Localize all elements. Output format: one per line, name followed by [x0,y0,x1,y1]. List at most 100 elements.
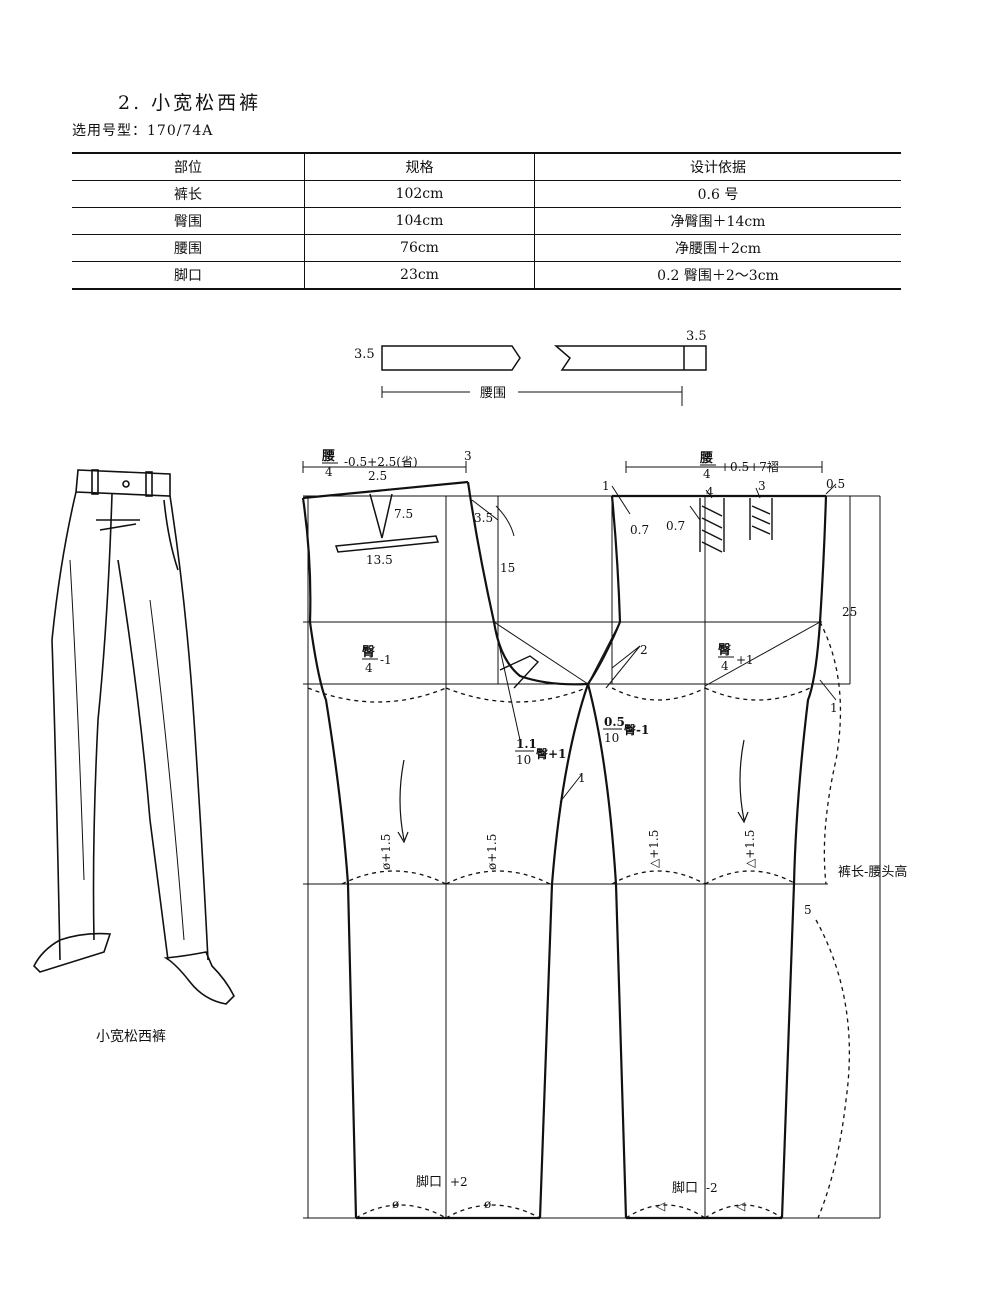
table-cell: 104cm [304,207,535,235]
table-cell: 23cm [304,261,535,289]
back-hem-label: 脚口 [672,1180,698,1196]
table-cell: 腰围 [72,234,305,262]
back-hem-formula: -2 [706,1181,718,1195]
back-side-drop-label: 1 [830,701,838,715]
table-cell: 102cm [304,180,535,208]
spec-table: 部位 规格 设计依据 裤长 102cm 0.6 号 臀围 104cm 净臀围＋1… [72,152,901,290]
front-waist-formula-numerator: 腰 [321,449,335,464]
back-length-label: 裤长-腰头高 [838,864,907,880]
waistband-right-piece [553,345,707,371]
front-hip-formula-denominator: 4 [365,661,373,675]
front-dart [369,493,393,539]
table-cell: 0.2 臀围＋2～3cm [534,261,901,289]
size-label: 选用号型：170/74A [72,123,214,139]
table-cell: 净腰围＋2cm [534,234,901,262]
table-row: 脚口 23cm 0.2 臀围＋2～3cm [72,261,901,289]
front-fly-piece [499,655,540,689]
back-grain-arrow [737,739,749,824]
front-hip-formula-numerator: 臀 [362,645,375,660]
front-inseam-offset-label: 1 [578,771,586,785]
front-waistline [302,480,469,500]
back-hip-formula-denominator: 4 [721,659,729,673]
back-hip-formula-numerator: 臀 [718,643,731,658]
back-crotch-offset-label: 2 [640,643,648,657]
illustration-left-shoe [33,932,112,973]
front-crotch-formula-rest: 臀+1 [536,747,566,761]
front-knee-label-left: ø+1.5 [379,834,393,870]
back-dashes [611,621,850,1219]
front-trouser-piece [301,480,590,1220]
back-side-offset-label: 1 [602,479,610,493]
table-row: 臀围 104cm 净臀围＋14cm [72,207,901,235]
back-waist-formula-rest: +0.5+7褶 [720,459,779,474]
back-pleat-a-label: 4 [706,485,714,499]
back-pleat-b-label: 3 [758,479,766,493]
back-knee-label-right: △+1.5 [743,830,757,868]
back-rise-height-label: 25 [842,605,857,619]
waistband-extension-label: 3.5 [686,329,707,344]
table-cell: 脚口 [72,261,305,289]
waistband-left-piece [381,345,521,371]
back-crotch-formula-denominator: 10 [604,731,619,745]
table-cell: 臀围 [72,207,305,235]
front-hip-formula-rest: -1 [380,653,392,667]
illustration-outer-right [169,495,209,961]
front-side-seam [301,497,358,1219]
front-dart-width-label: 2.5 [368,469,387,483]
back-crotch-formula-numerator: 0.5 [604,715,625,729]
back-length-arc [815,919,850,1219]
front-hem-formula: +2 [450,1175,468,1189]
table-header: 设计依据 [534,153,901,181]
back-hip-formula-rest: +1 [736,653,754,667]
back-crotch-seam [587,495,622,685]
front-construction-lines [302,461,589,803]
front-knee-dashes [307,687,587,1219]
table-row: 腰围 76cm 净腰围＋2cm [72,234,901,262]
back-construction-lines [587,461,837,885]
illustration-outer-left [51,491,77,961]
front-pocket-width-label: 13.5 [366,553,393,567]
illustration-inner-right [117,559,169,961]
front-waist-formula-rest: -0.5+2.5(省) [344,455,418,469]
back-hem-mark-right: ◁ [735,1199,745,1213]
back-knee-offset-label: 5 [804,903,812,917]
figure-caption: 小宽松西裤 [96,1029,166,1045]
back-pleats [699,498,773,553]
front-knee-label-right: ø+1.5 [485,834,499,870]
belt-loop [145,471,153,497]
trouser-illustration [33,469,235,1005]
front-crotch-formula-denominator: 10 [516,753,531,767]
waistband-height-label: 3.5 [354,347,375,362]
front-waist-rise-label: 3 [464,449,472,463]
front-grain-arrow [397,759,409,844]
back-waist-extension-label: 0.5 [826,477,845,491]
back-waist-formula-denominator: 4 [703,467,711,481]
back-trouser-piece [586,494,828,1220]
button-icon [122,480,130,488]
back-dart-depth-a-label: 0.7 [630,523,649,537]
table-cell: 净臀围＋14cm [534,207,901,235]
front-hem-mark-left: ø [392,1197,399,1211]
back-side-seam [780,495,828,1219]
back-crotch-formula-rest: 臀-1 [624,723,649,737]
front-fly-offset-label: 3.5 [474,511,493,525]
illustration-inner-left [92,493,113,941]
back-knee-label-left: △+1.5 [647,830,661,868]
table-cell: 76cm [304,234,535,262]
back-side-length-arc [819,621,842,885]
front-hem-label: 脚口 [416,1174,442,1190]
front-crotch-formula-numerator: 1.1 [516,737,537,751]
back-hem-mark-left: ◁ [655,1199,665,1213]
back-dart-depth-b-label: 0.7 [666,519,685,533]
table-header-row: 部位 规格 设计依据 [72,153,901,181]
front-dart-length-label: 7.5 [394,507,413,521]
illustration-right-shoe [163,951,235,1005]
front-pocket-depth-label: 15 [500,561,515,575]
waistband-length-label: 腰围 [480,386,506,401]
page-heading: 2. 小宽松西裤 [118,92,262,114]
back-waist-formula-numerator: 腰 [699,451,713,466]
front-hem-mark-right: ø [484,1197,491,1211]
front-inseam [538,683,590,1219]
back-inseam [586,683,628,1219]
